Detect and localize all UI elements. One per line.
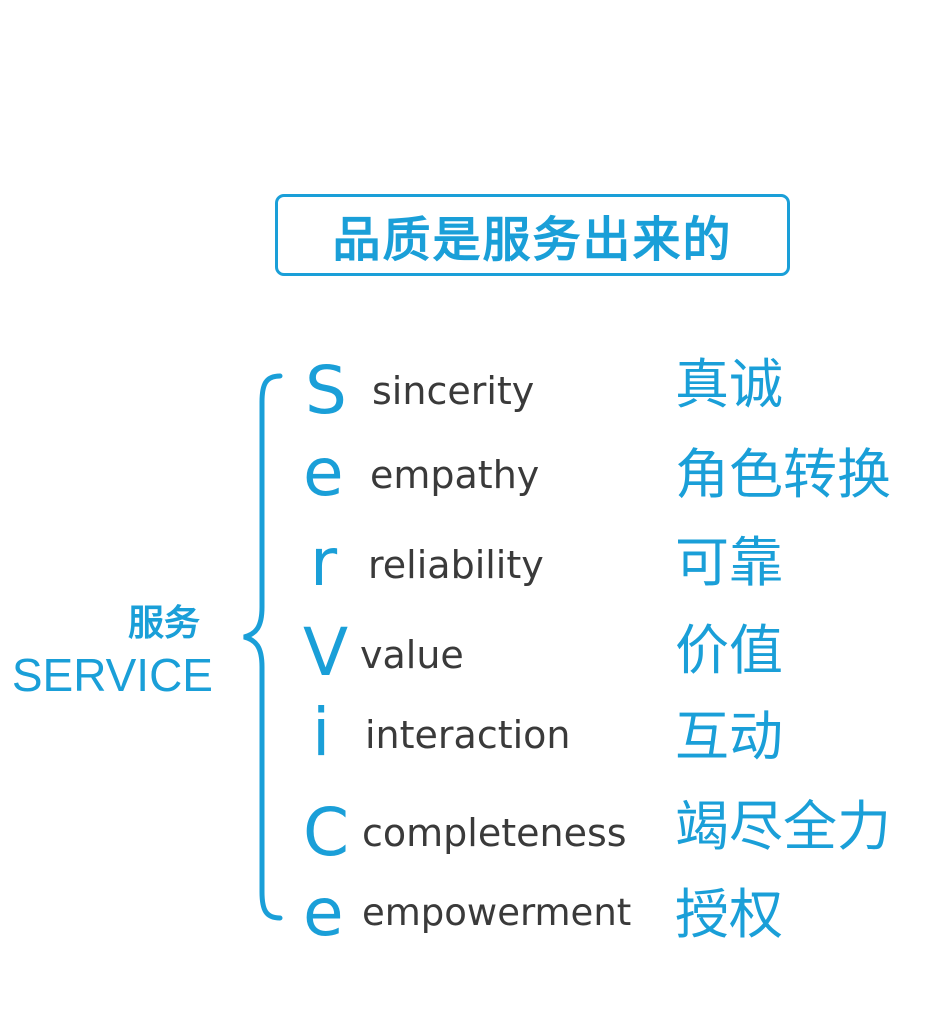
term-cn: 授权: [675, 883, 783, 946]
service-label-cn: 服务: [127, 602, 200, 643]
term-cn: 互动: [675, 705, 783, 768]
list-item: e empowerment 授权: [0, 0, 927, 946]
title-box: 品质是服务出来的: [275, 194, 790, 276]
list-item: r reliability 可靠: [0, 0, 927, 596]
term-cn: 角色转换: [675, 443, 891, 506]
term-word: sincerity: [372, 369, 535, 413]
acronym-letter: r: [310, 524, 338, 601]
curly-brace-icon: [243, 373, 283, 921]
acronym-letter: C: [303, 794, 350, 871]
list-item: e empathy 角色转换: [0, 0, 927, 506]
acronym-letter: e: [303, 434, 344, 511]
term-word: empathy: [370, 453, 540, 497]
service-label-en: SERVICE: [11, 649, 213, 701]
term-word: completeness: [362, 811, 627, 855]
list-item: V value 价值: [0, 0, 927, 686]
term-cn: 可靠: [675, 531, 783, 594]
term-cn: 竭尽全力: [675, 795, 891, 858]
term-word: interaction: [365, 713, 571, 757]
term-cn: 价值: [675, 619, 783, 682]
list-item: S sincerity 真诚: [0, 0, 927, 424]
list-item: i interaction 互动: [0, 0, 927, 766]
term-word: value: [360, 633, 464, 677]
page-title: 品质是服务出来的: [332, 212, 733, 268]
acronym-letter: e: [303, 874, 344, 951]
acronym-letter: V: [303, 614, 349, 691]
term-word: empowerment: [362, 891, 632, 934]
acronym-letter: i: [312, 694, 331, 771]
term-word: reliability: [368, 543, 544, 587]
acronym-letter: S: [305, 352, 347, 429]
term-cn: 真诚: [675, 353, 783, 416]
list-item: C completeness 竭尽全力: [0, 0, 927, 866]
